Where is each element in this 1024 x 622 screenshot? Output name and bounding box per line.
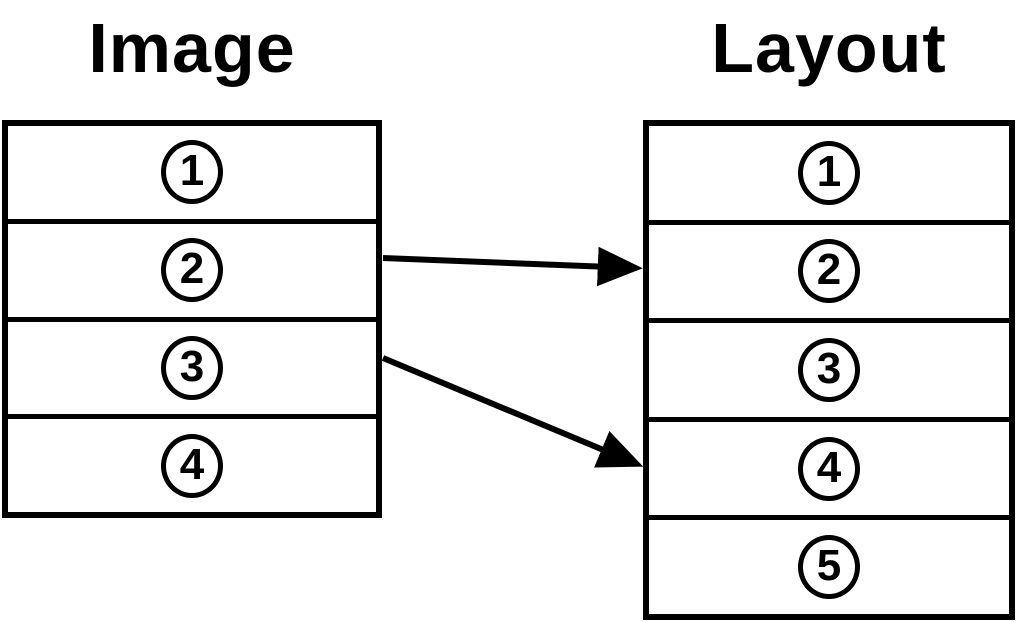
row-number-label: 4 bbox=[816, 442, 842, 492]
layout-row-4: 4 bbox=[649, 416, 1009, 516]
image-row-3: 3 bbox=[8, 316, 376, 415]
row-number-label: 2 bbox=[179, 244, 205, 294]
image-row-4: 4 bbox=[8, 414, 376, 512]
layout-row-5: 5 bbox=[649, 515, 1009, 614]
circled-number-badge: 5 bbox=[798, 535, 860, 600]
circled-number-badge: 1 bbox=[798, 140, 860, 205]
arrow-image3-to-layout4 bbox=[381, 355, 644, 468]
circled-number-badge: 2 bbox=[161, 238, 223, 303]
row-number-label: 2 bbox=[816, 245, 842, 295]
row-number-label: 4 bbox=[179, 439, 205, 489]
row-number-label: 3 bbox=[179, 341, 205, 391]
layout-column-title: Layout bbox=[711, 9, 947, 87]
circled-number-badge: 3 bbox=[161, 335, 223, 400]
layout-row-3: 3 bbox=[649, 318, 1009, 417]
layout-column-box: 1 2 3 4 5 bbox=[643, 120, 1015, 620]
circled-number-badge: 3 bbox=[798, 337, 860, 402]
circled-number-badge: 4 bbox=[161, 433, 223, 498]
row-number-label: 1 bbox=[816, 146, 842, 196]
layout-row-2: 2 bbox=[649, 219, 1009, 319]
arrow-image2-to-layout2 bbox=[382, 246, 643, 287]
row-number-label: 5 bbox=[816, 541, 842, 591]
layout-row-1: 1 bbox=[649, 126, 1009, 220]
circled-number-badge: 2 bbox=[798, 239, 860, 304]
row-number-label: 1 bbox=[179, 146, 205, 196]
image-column-title: Image bbox=[88, 9, 296, 87]
row-number-label: 3 bbox=[816, 343, 842, 393]
circled-number-badge: 4 bbox=[798, 436, 860, 501]
image-column-box: 1 2 3 4 bbox=[2, 120, 382, 518]
image-row-1: 1 bbox=[8, 126, 376, 219]
circled-number-badge: 1 bbox=[161, 140, 223, 205]
image-row-2: 2 bbox=[8, 218, 376, 317]
